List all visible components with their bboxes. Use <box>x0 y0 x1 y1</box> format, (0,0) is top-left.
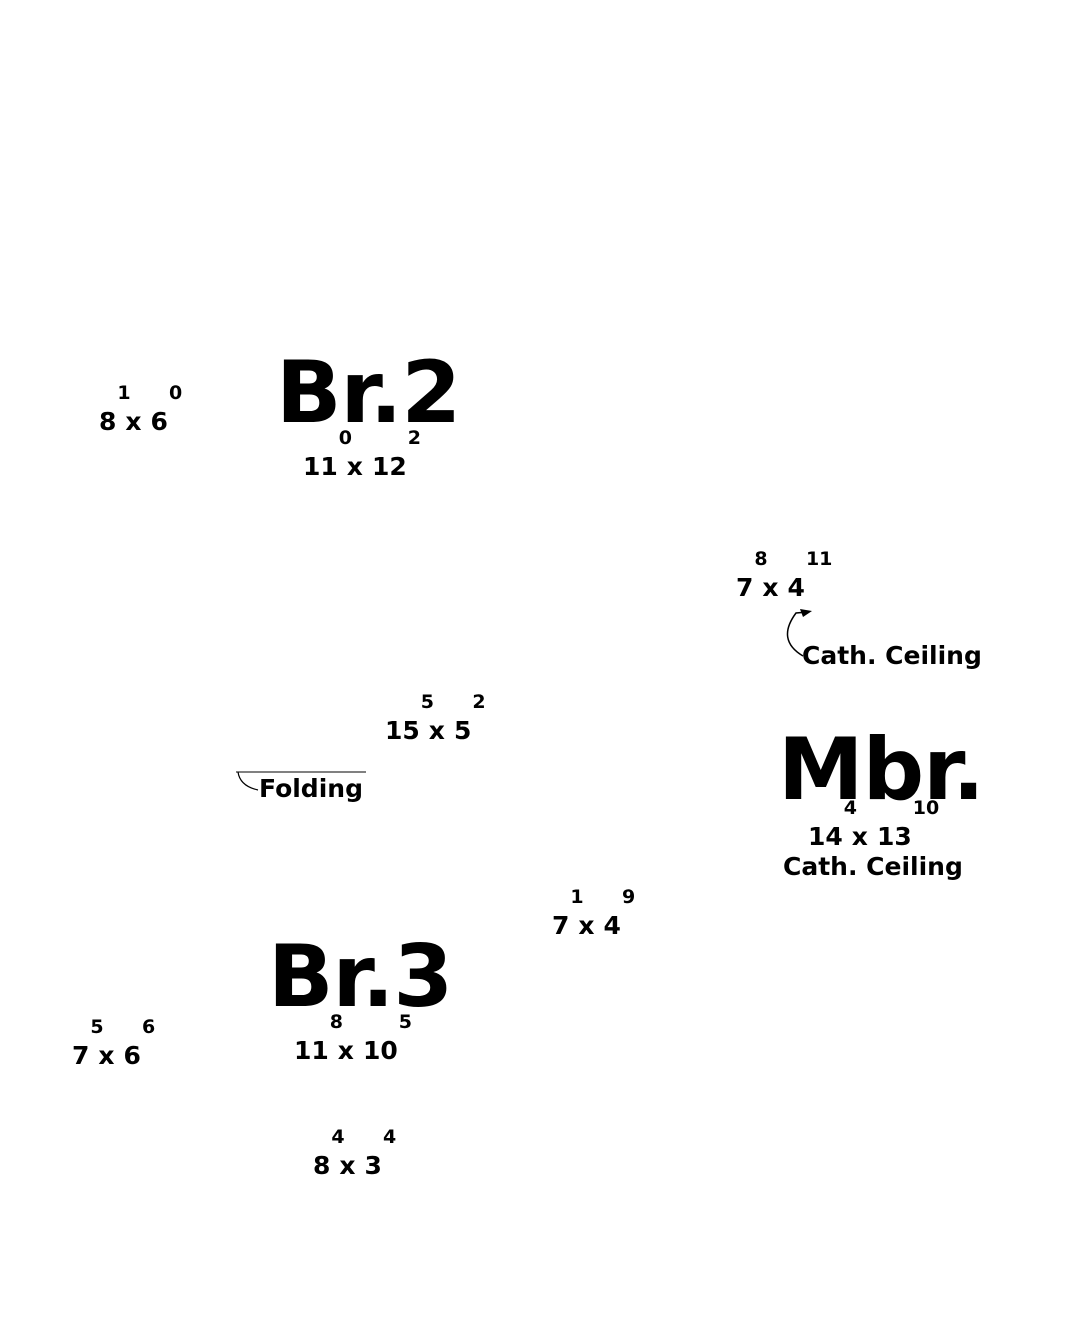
dim-in: 9 <box>621 886 636 908</box>
dim-in: 4 <box>843 797 858 819</box>
dim-in: 6 <box>141 1016 156 1038</box>
dim-ft: 4 <box>603 911 621 940</box>
note-folding: Folding <box>259 774 363 803</box>
dim-in: 5 <box>420 691 435 713</box>
dim-in: 5 <box>90 1016 104 1038</box>
dim-ft: 11 <box>294 1036 329 1065</box>
dim-x: x <box>98 1041 115 1070</box>
dim-in: 4 <box>382 1126 397 1148</box>
dim-ft: 7 <box>72 1041 90 1070</box>
dim-in: 2 <box>407 427 421 449</box>
dim-in: 8 <box>329 1011 344 1033</box>
folding-door-line <box>237 771 259 791</box>
dim-ft: 14 <box>808 822 843 851</box>
dim-in: 2 <box>472 691 486 713</box>
dim-ft: 5 <box>453 716 472 745</box>
dim-ft: 13 <box>876 822 912 851</box>
dim-x: x <box>851 822 868 851</box>
dim-in: 0 <box>338 427 353 449</box>
cath-ceiling-arrowhead <box>800 609 812 617</box>
dim-ft: 12 <box>371 452 407 481</box>
dim-ft: 6 <box>123 1041 141 1070</box>
dim-in: 1 <box>570 886 584 908</box>
dim-in: 4 <box>331 1126 345 1148</box>
dim-ft: 15 <box>385 716 420 745</box>
dim-ft: 6 <box>150 407 168 436</box>
dim-in: 10 <box>912 797 940 819</box>
dim-x: x <box>125 407 142 436</box>
dim-in: 8 <box>754 548 768 570</box>
dim-ft: 3 <box>364 1151 382 1180</box>
dim-in: 1 <box>117 382 131 404</box>
dim-ft: 10 <box>362 1036 398 1065</box>
dim-ft: 7 <box>736 573 754 602</box>
dim-x: x <box>762 573 779 602</box>
room-name-br2: Br.2 <box>276 343 461 443</box>
dim-in: 11 <box>805 548 833 570</box>
dim-x: x <box>428 716 445 745</box>
note-cath-ceiling-mbr: Cath. Ceiling <box>783 852 963 881</box>
dim-x: x <box>578 911 595 940</box>
dim-in: 0 <box>168 382 183 404</box>
cath-ceiling-arrow <box>786 611 809 657</box>
dim-ft: 8 <box>99 407 117 436</box>
room-name-br3: Br.3 <box>268 927 453 1027</box>
dim-ft: 7 <box>552 911 570 940</box>
dim-x: x <box>339 1151 356 1180</box>
note-cath-ceiling-bath: Cath. Ceiling <box>802 641 982 670</box>
dim-ft: 8 <box>313 1151 331 1180</box>
dim-ft: 11 <box>303 452 338 481</box>
dim-x: x <box>346 452 363 481</box>
room-name-mbr: Mbr. <box>778 720 985 820</box>
dim-in: 5 <box>398 1011 412 1033</box>
dim-ft: 4 <box>787 573 805 602</box>
dim-x: x <box>337 1036 354 1065</box>
